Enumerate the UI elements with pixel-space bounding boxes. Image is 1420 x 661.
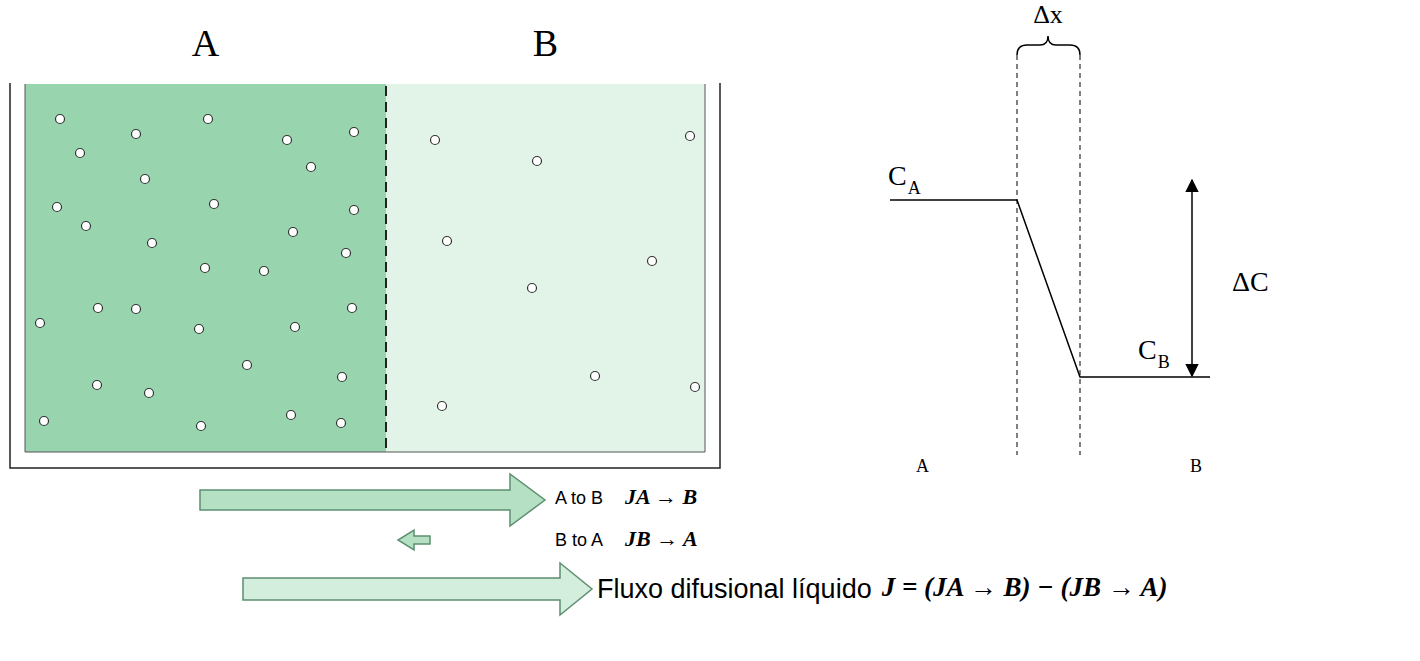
particle xyxy=(132,305,141,314)
brace xyxy=(1017,36,1080,55)
particle xyxy=(691,383,700,392)
particle xyxy=(648,257,657,266)
container xyxy=(10,83,720,468)
particle xyxy=(289,228,298,237)
particle xyxy=(132,130,141,139)
particle xyxy=(93,381,102,390)
particle xyxy=(350,206,359,215)
particle xyxy=(591,372,600,381)
side-label: B xyxy=(1190,456,1202,477)
particles xyxy=(36,115,700,431)
divider-line xyxy=(385,86,387,452)
particle xyxy=(283,136,292,145)
boundary-line xyxy=(1080,55,1081,455)
particle xyxy=(438,402,447,411)
subscript: A xyxy=(908,178,921,199)
particle xyxy=(348,304,357,313)
particle xyxy=(533,157,542,166)
particle xyxy=(342,249,351,258)
flux-label: Fluxo difusional líquido xyxy=(597,574,872,605)
particle xyxy=(94,304,103,313)
particle xyxy=(260,267,269,276)
particle xyxy=(307,163,316,172)
flux-label: B to A xyxy=(555,530,603,551)
boundary-line xyxy=(1017,55,1018,455)
particle xyxy=(287,411,296,420)
container-inner xyxy=(25,84,705,452)
region: A xyxy=(25,84,386,452)
flux-arrow xyxy=(200,474,545,526)
particle xyxy=(338,373,347,382)
subscript: B xyxy=(1158,352,1170,373)
flux-arrows xyxy=(200,474,592,615)
particle xyxy=(337,419,346,428)
region: B xyxy=(386,84,705,452)
particle xyxy=(53,203,62,212)
profile-graph xyxy=(890,36,1210,455)
flux-arrow xyxy=(398,530,430,550)
particle xyxy=(243,361,252,370)
particle xyxy=(431,136,440,145)
container-outline xyxy=(10,83,720,468)
particle xyxy=(40,417,49,426)
particle xyxy=(141,175,150,184)
flux-arrow xyxy=(243,563,592,615)
particle xyxy=(82,222,91,231)
particle xyxy=(36,319,45,328)
flux-symbol: JB → A xyxy=(625,526,698,551)
particle xyxy=(210,200,219,209)
particle xyxy=(56,115,65,124)
flux-label: A to B xyxy=(555,488,603,509)
delta-arrow xyxy=(1191,180,1193,376)
particle xyxy=(443,237,452,246)
concentration-profile xyxy=(890,200,1210,377)
region-b-fill xyxy=(386,84,705,452)
region-a-fill xyxy=(25,84,386,452)
dimension-label: ΔC xyxy=(1232,266,1269,298)
particle xyxy=(197,422,206,431)
particle xyxy=(76,149,85,158)
particle xyxy=(195,325,204,334)
region-heading: A xyxy=(192,22,219,66)
concentration-label: C xyxy=(1138,334,1157,366)
particle xyxy=(528,284,537,293)
flux-symbol: JA → B xyxy=(625,484,697,509)
particle xyxy=(148,239,157,248)
dimension-label: Δx xyxy=(1033,0,1063,30)
particle xyxy=(291,323,300,332)
particle xyxy=(201,264,210,273)
particle xyxy=(204,115,213,124)
concentration-label: C xyxy=(888,160,907,192)
particle xyxy=(350,128,359,137)
particle xyxy=(686,132,695,141)
side-label: A xyxy=(916,456,929,477)
flux-equation: J = (JA → B) − (JB → A) xyxy=(882,572,1168,603)
region-heading: B xyxy=(533,22,558,66)
particle xyxy=(145,389,154,398)
